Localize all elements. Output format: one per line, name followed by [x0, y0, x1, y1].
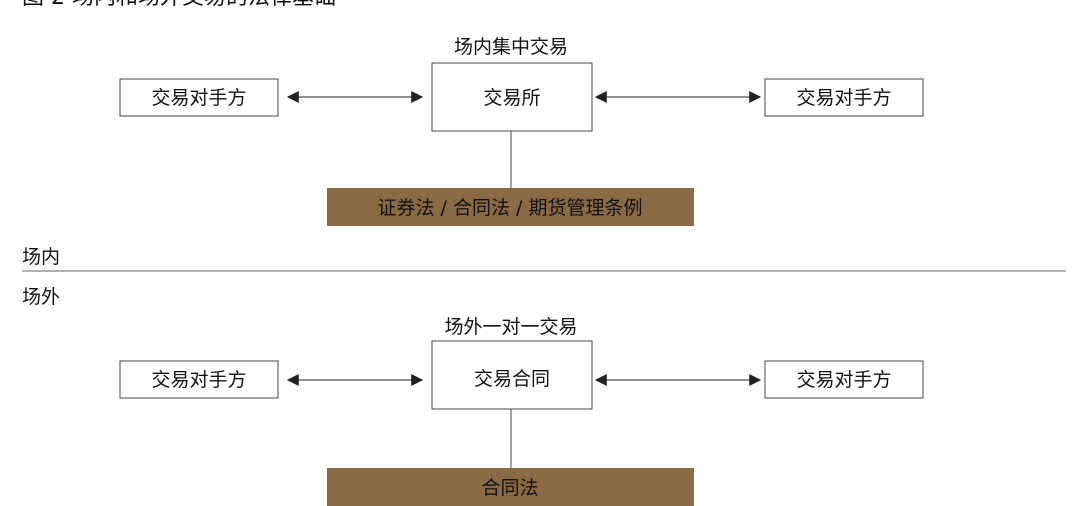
onsite-caption: 场内集中交易 — [454, 36, 568, 58]
offsite-right-party-label: 交易对手方 — [796, 369, 891, 391]
offsite-center-label: 交易合同 — [474, 368, 550, 390]
onsite-section-label: 场内 — [22, 246, 60, 268]
offsite-law-bar-label: 合同法 — [481, 477, 538, 499]
onsite-left-party-box — [119, 78, 279, 117]
onsite-left-party-label: 交易对手方 — [151, 87, 246, 109]
onsite-right-party-box — [764, 78, 924, 117]
offsite-caption: 场外一对一交易 — [444, 316, 577, 338]
onsite-center-label: 交易所 — [483, 87, 540, 109]
offsite-left-party-label: 交易对手方 — [151, 369, 246, 391]
offsite-law-bar — [327, 468, 694, 506]
figure-title: 图 2 场内和场外交易的法律基础 — [22, 0, 336, 10]
onsite-center-box — [431, 62, 593, 132]
offsite-left-party-box — [119, 360, 279, 399]
offsite-center-box — [431, 340, 593, 410]
onsite-right-party-label: 交易对手方 — [796, 87, 891, 109]
offsite-section-label: 场外 — [22, 286, 60, 308]
offsite-right-party-box — [764, 360, 924, 399]
onsite-law-bar — [327, 188, 694, 226]
onsite-law-bar-label: 证券法 / 合同法 / 期货管理条例 — [378, 197, 643, 219]
